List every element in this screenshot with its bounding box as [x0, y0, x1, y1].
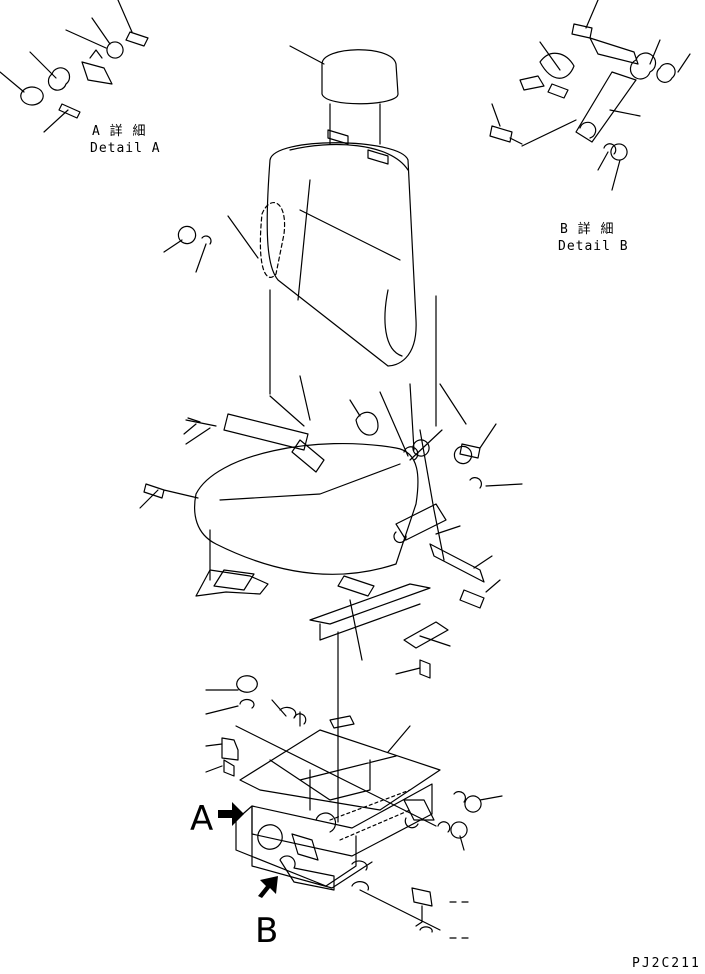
headrest: [289, 45, 399, 145]
view-letter-a: A: [190, 799, 214, 839]
seat-cushion: [139, 375, 523, 823]
detail-a-parts: [0, 0, 149, 133]
view-arrow-a: [218, 802, 244, 826]
detail-a-label-en: Detail A: [90, 141, 161, 156]
detail-b-label-jp: B 詳 細: [560, 222, 615, 237]
drawing-code: PJ2C211: [632, 956, 701, 971]
backrest: [163, 129, 437, 427]
detail-a-label-jp: A 詳 細: [92, 124, 147, 139]
detail-b-label-en: Detail B: [558, 239, 629, 254]
detail-b-parts: [489, 0, 691, 191]
view-letter-b: B: [255, 911, 279, 951]
suspension-base: [205, 675, 503, 939]
view-arrow-b: [258, 876, 278, 898]
